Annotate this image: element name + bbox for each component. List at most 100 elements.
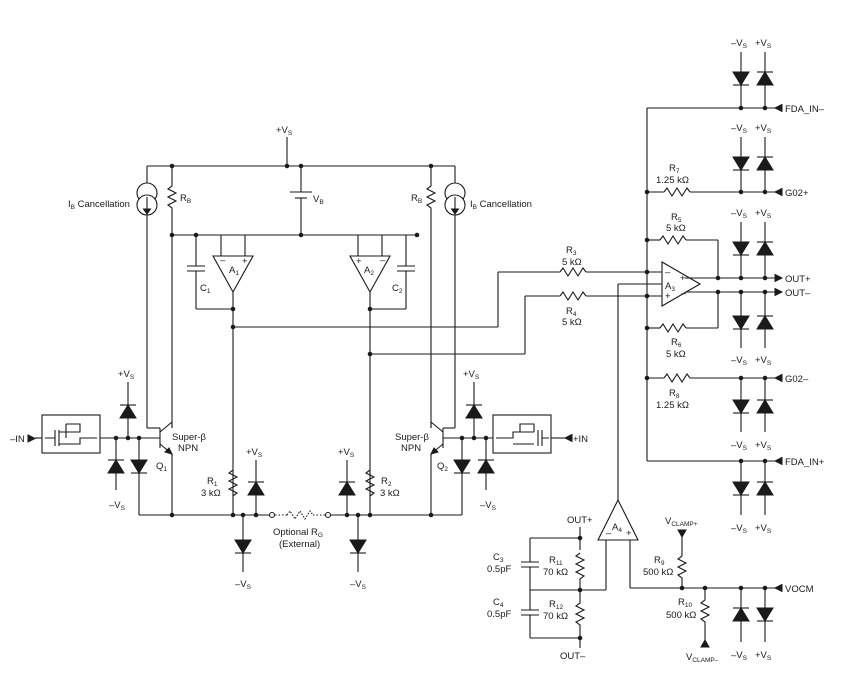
q2-npn: NPN <box>401 443 421 454</box>
p5-vs-neg: –VS <box>731 440 748 452</box>
r11-value: 70 kΩ <box>543 567 568 578</box>
p6-vs-pos: +VS <box>755 523 772 535</box>
a4-label: A4 <box>612 522 622 534</box>
r9-value: 500 kΩ <box>643 567 673 578</box>
svg-text:–: – <box>380 255 386 266</box>
opamp-a2: + – A2 C2 <box>349 234 417 515</box>
svg-text:+: + <box>680 273 686 284</box>
r4-label: R4 <box>566 306 577 318</box>
d358-vs-neg: –VS <box>350 579 367 591</box>
p2-vs-neg: –VS <box>731 123 748 135</box>
left-input: –IN +VS –VS <box>10 369 160 515</box>
a2-label: A2 <box>364 265 374 277</box>
p3-vs-neg: –VS <box>731 208 748 220</box>
right-input: +VS –VS +IN <box>453 369 588 515</box>
out-neg-label: OUT– <box>785 288 811 299</box>
r4-value: 5 kΩ <box>562 317 582 328</box>
a4-out-neg-label: OUT– <box>560 651 586 662</box>
r7-value: 1.25 kΩ <box>656 175 689 186</box>
r2-label: R2 <box>381 476 392 488</box>
left-ib-label: IB Cancellation <box>68 199 130 211</box>
r5-label: R5 <box>671 212 682 224</box>
left-rb-label: RB <box>180 193 191 205</box>
p4-vs-pos: +VS <box>755 355 772 367</box>
q2-superbeta: Super-β <box>395 432 430 443</box>
c1-label: C1 <box>200 283 211 295</box>
r6-label: R6 <box>671 337 682 349</box>
r10-label: R10 <box>678 597 692 609</box>
cross-nets: R3 5 kΩ R4 5 kΩ <box>233 245 662 355</box>
r12-value: 70 kΩ <box>543 611 568 622</box>
p4-vs-neg: –VS <box>731 355 748 367</box>
svg-text:+: + <box>665 291 671 302</box>
p1-vs-neg: –VS <box>731 38 748 50</box>
r12-label: R12 <box>549 599 563 611</box>
r7-label: R7 <box>669 163 680 175</box>
svg-text:+: + <box>242 256 248 267</box>
r5-value: 5 kΩ <box>666 223 686 234</box>
a4-out-pos-label: OUT+ <box>567 515 593 526</box>
r3-label: R3 <box>566 245 577 257</box>
p6-vs-neg: –VS <box>731 523 748 535</box>
p3-vs-pos: +VS <box>755 208 772 220</box>
r3-value: 5 kΩ <box>562 257 582 268</box>
r9-label: R9 <box>654 555 665 567</box>
d256-vs-pos: +VS <box>246 447 263 459</box>
r1-label: R1 <box>207 476 218 488</box>
q2-label: Q2 <box>437 461 448 473</box>
r8-value: 1.25 kΩ <box>656 400 689 411</box>
d243-vs-neg: –VS <box>235 579 252 591</box>
right-ib-label: IB Cancellation <box>470 199 532 211</box>
left-in-vs-neg: –VS <box>109 500 126 512</box>
gain-network: R1 3 kΩ R2 3 kΩ Optional RG (External) +… <box>139 447 462 591</box>
right-rb-label: RB <box>411 193 422 205</box>
r8-label: R8 <box>669 388 680 400</box>
buffer-a4: – + A4 OUT+ R11 70 kΩ C3 0.5pF R12 70 kΩ… <box>487 498 814 664</box>
c2-label: C2 <box>392 283 403 295</box>
left-in-vs-pos: +VS <box>118 369 135 381</box>
svg-text:–: – <box>606 528 612 539</box>
c3-label: C3 <box>493 552 504 564</box>
fda-in-pos-label: FDA_IN+ <box>785 457 825 468</box>
r10-value: 500 kΩ <box>666 610 696 621</box>
p7-vs-pos: +VS <box>755 650 772 662</box>
right-ib-cancellation: IB Cancellation RB <box>411 165 532 428</box>
q1-superbeta: Super-β <box>172 432 207 443</box>
transistor-q1: Super-β NPN Q1 <box>147 421 207 515</box>
d347-vs-pos: +VS <box>338 447 355 459</box>
right-in-vs-pos: +VS <box>463 369 480 381</box>
svg-text:–: – <box>665 267 671 278</box>
g02-pos-label: G02+ <box>785 188 809 199</box>
p2-vs-pos: +VS <box>755 123 772 135</box>
r2-value: 3 kΩ <box>380 488 400 499</box>
c4-value: 0.5pF <box>487 609 511 620</box>
rg-external-label: (External) <box>279 539 320 550</box>
out-pos-label: OUT+ <box>785 274 811 285</box>
svg-text:–: – <box>220 255 226 266</box>
right-in-vs-neg: –VS <box>480 500 497 512</box>
in-pos-label: +IN <box>573 434 588 445</box>
fda-a3: – + A3 + – OUT+ OUT– R5 5 kΩ <box>617 108 811 500</box>
svg-text:+: + <box>356 256 362 267</box>
svg-text:+: + <box>626 528 632 539</box>
in-neg-label: –IN <box>10 434 25 445</box>
p5-vs-pos: +VS <box>755 440 772 452</box>
top-supply: +VS VB <box>147 125 434 238</box>
fda-pin-network: FDA_IN– –VS +VS –VS +VS G02+ R7 1.25 kΩ <box>647 38 825 535</box>
q1-npn: NPN <box>178 443 198 454</box>
r1-value: 3 kΩ <box>201 488 221 499</box>
p1-vs-pos: +VS <box>755 38 772 50</box>
fda-in-neg-label: FDA_IN– <box>785 104 825 115</box>
vb-label: VB <box>313 194 324 206</box>
a1-label: A1 <box>229 265 239 277</box>
a3-label: A3 <box>665 281 675 293</box>
c3-value: 0.5pF <box>487 564 511 575</box>
rg-optional-label: Optional RG <box>273 527 323 539</box>
transistor-q2: Super-β NPN Q2 <box>395 421 493 515</box>
r11-label: R11 <box>549 555 563 567</box>
vclamp-neg-label: VCLAMP– <box>686 652 719 664</box>
svg-text:–: – <box>681 288 687 299</box>
p7-vs-neg: –VS <box>731 650 748 662</box>
g02-neg-label: G02– <box>785 374 809 385</box>
